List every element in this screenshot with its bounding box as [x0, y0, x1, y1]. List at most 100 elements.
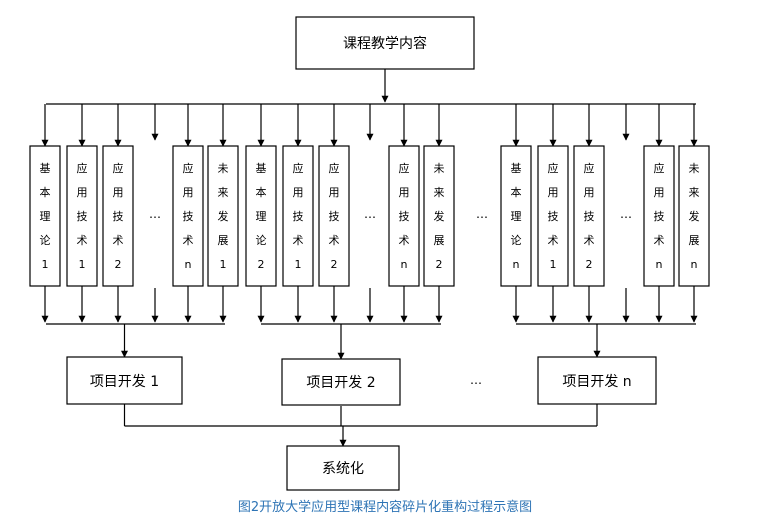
fragment-char: 发 — [218, 209, 229, 223]
fragment-char: 1 — [220, 258, 227, 271]
fragment-char: 技 — [548, 210, 559, 223]
project-box-2 — [281, 358, 401, 406]
fragment-char: 本 — [511, 185, 522, 199]
fragment-box-g3-c5 — [678, 145, 710, 287]
fragment-char: 来 — [218, 186, 229, 199]
fragment-box-g1-c1 — [29, 145, 61, 287]
fragment-char: 基 — [40, 162, 51, 175]
project-box-1 — [66, 356, 183, 405]
fragment-char: 术 — [329, 234, 340, 247]
fragment-char: 来 — [434, 186, 445, 199]
fragment-box-g2-c1 — [245, 145, 277, 287]
fragment-char: 术 — [399, 234, 410, 247]
fragment-char: 1 — [42, 258, 49, 271]
fragment-char: 用 — [329, 186, 340, 199]
fragment-char: 基 — [511, 162, 522, 175]
fragment-char: 技 — [584, 210, 595, 223]
fragment-char: 2 — [331, 258, 338, 271]
fragment-char: 理 — [40, 210, 51, 223]
root-box — [295, 16, 475, 70]
fragment-char: 展 — [218, 234, 229, 247]
connector-lines — [41, 69, 698, 447]
column-ellipsis: … — [149, 207, 161, 221]
fragment-char: 基 — [256, 162, 267, 175]
fragment-char: 术 — [113, 234, 124, 247]
fragment-char: 展 — [689, 234, 700, 247]
fragment-box-g2-c3 — [318, 145, 350, 287]
fragment-char: n — [656, 258, 663, 271]
fragment-char: 未 — [689, 162, 700, 175]
fragment-char: 术 — [293, 234, 304, 247]
fragment-char: n — [401, 258, 408, 271]
fragment-char: 应 — [548, 161, 559, 175]
fragment-char: 应 — [584, 161, 595, 175]
group-ellipsis: … — [476, 207, 488, 221]
fragment-char: 技 — [183, 210, 194, 223]
systematization-box — [286, 445, 400, 491]
fragment-box-g3-c3 — [573, 145, 605, 287]
fragment-char: 术 — [654, 234, 665, 247]
fragment-char: 论 — [40, 233, 51, 247]
fragment-char: 用 — [548, 186, 559, 199]
fragment-char: 用 — [113, 186, 124, 199]
fragment-char: 应 — [183, 161, 194, 175]
fragment-box-g3-c2 — [537, 145, 569, 287]
fragment-char: 用 — [584, 186, 595, 199]
project-label-1: 项目开发 1 — [90, 374, 159, 390]
fragment-box-g1-c3 — [102, 145, 134, 287]
fragment-char: 应 — [329, 161, 340, 175]
ellipsis-markers: …………… — [149, 207, 632, 387]
fragment-char: 来 — [689, 186, 700, 199]
fragment-char: 未 — [218, 162, 229, 175]
fragment-char: 术 — [584, 234, 595, 247]
fragment-box-g2-c2 — [282, 145, 314, 287]
fragment-char: 技 — [399, 210, 410, 223]
fragment-char: 2 — [115, 258, 122, 271]
fragment-char: 论 — [511, 233, 522, 247]
fragment-char: 2 — [436, 258, 443, 271]
fragment-char: 应 — [654, 161, 665, 175]
fragment-char: 技 — [654, 210, 665, 223]
fragment-char: 论 — [256, 233, 267, 247]
fragment-char: 术 — [183, 234, 194, 247]
fragment-char: 用 — [399, 186, 410, 199]
fragment-char: 1 — [295, 258, 302, 271]
fragment-char: 发 — [434, 209, 445, 223]
fragment-char: 1 — [550, 258, 557, 271]
fragment-char: 应 — [293, 161, 304, 175]
fragment-char: 技 — [329, 210, 340, 223]
fragment-char: n — [691, 258, 698, 271]
project-label-n: 项目开发 n — [562, 374, 631, 390]
figure-caption: 图2开放大学应用型课程内容碎片化重构过程示意图 — [238, 499, 532, 515]
systematization-label: 系统化 — [322, 461, 364, 477]
fragment-char: 技 — [293, 210, 304, 223]
fragment-box-g3-c1 — [500, 145, 532, 287]
fragment-char: 术 — [548, 234, 559, 247]
project-box-n — [537, 356, 657, 405]
fragment-box-g1-c2 — [66, 145, 98, 287]
fragment-char: 2 — [586, 258, 593, 271]
fragment-char: 用 — [293, 186, 304, 199]
fragment-char: 本 — [40, 185, 51, 199]
fragment-char: 理 — [256, 210, 267, 223]
column-ellipsis: … — [620, 207, 632, 221]
fragment-box-g3-c4 — [643, 145, 675, 287]
fragment-char: 应 — [113, 161, 124, 175]
fragment-char: 用 — [183, 186, 194, 199]
fragment-box-g1-c5 — [207, 145, 239, 287]
fragment-char: 技 — [77, 210, 88, 223]
fragment-char: 本 — [256, 185, 267, 199]
fragment-char: 术 — [77, 234, 88, 247]
root-label: 课程教学内容 — [343, 35, 427, 52]
fragment-char: 应 — [399, 161, 410, 175]
fragment-char: 技 — [113, 210, 124, 223]
column-ellipsis: … — [364, 207, 376, 221]
fragment-box-g1-c4 — [172, 145, 204, 287]
fragment-char: n — [185, 258, 192, 271]
fragment-char: n — [513, 258, 520, 271]
fragment-char: 2 — [258, 258, 265, 271]
fragment-char: 发 — [689, 209, 700, 223]
project-label-2: 项目开发 2 — [306, 375, 375, 391]
fragment-box-g2-c4 — [388, 145, 420, 287]
